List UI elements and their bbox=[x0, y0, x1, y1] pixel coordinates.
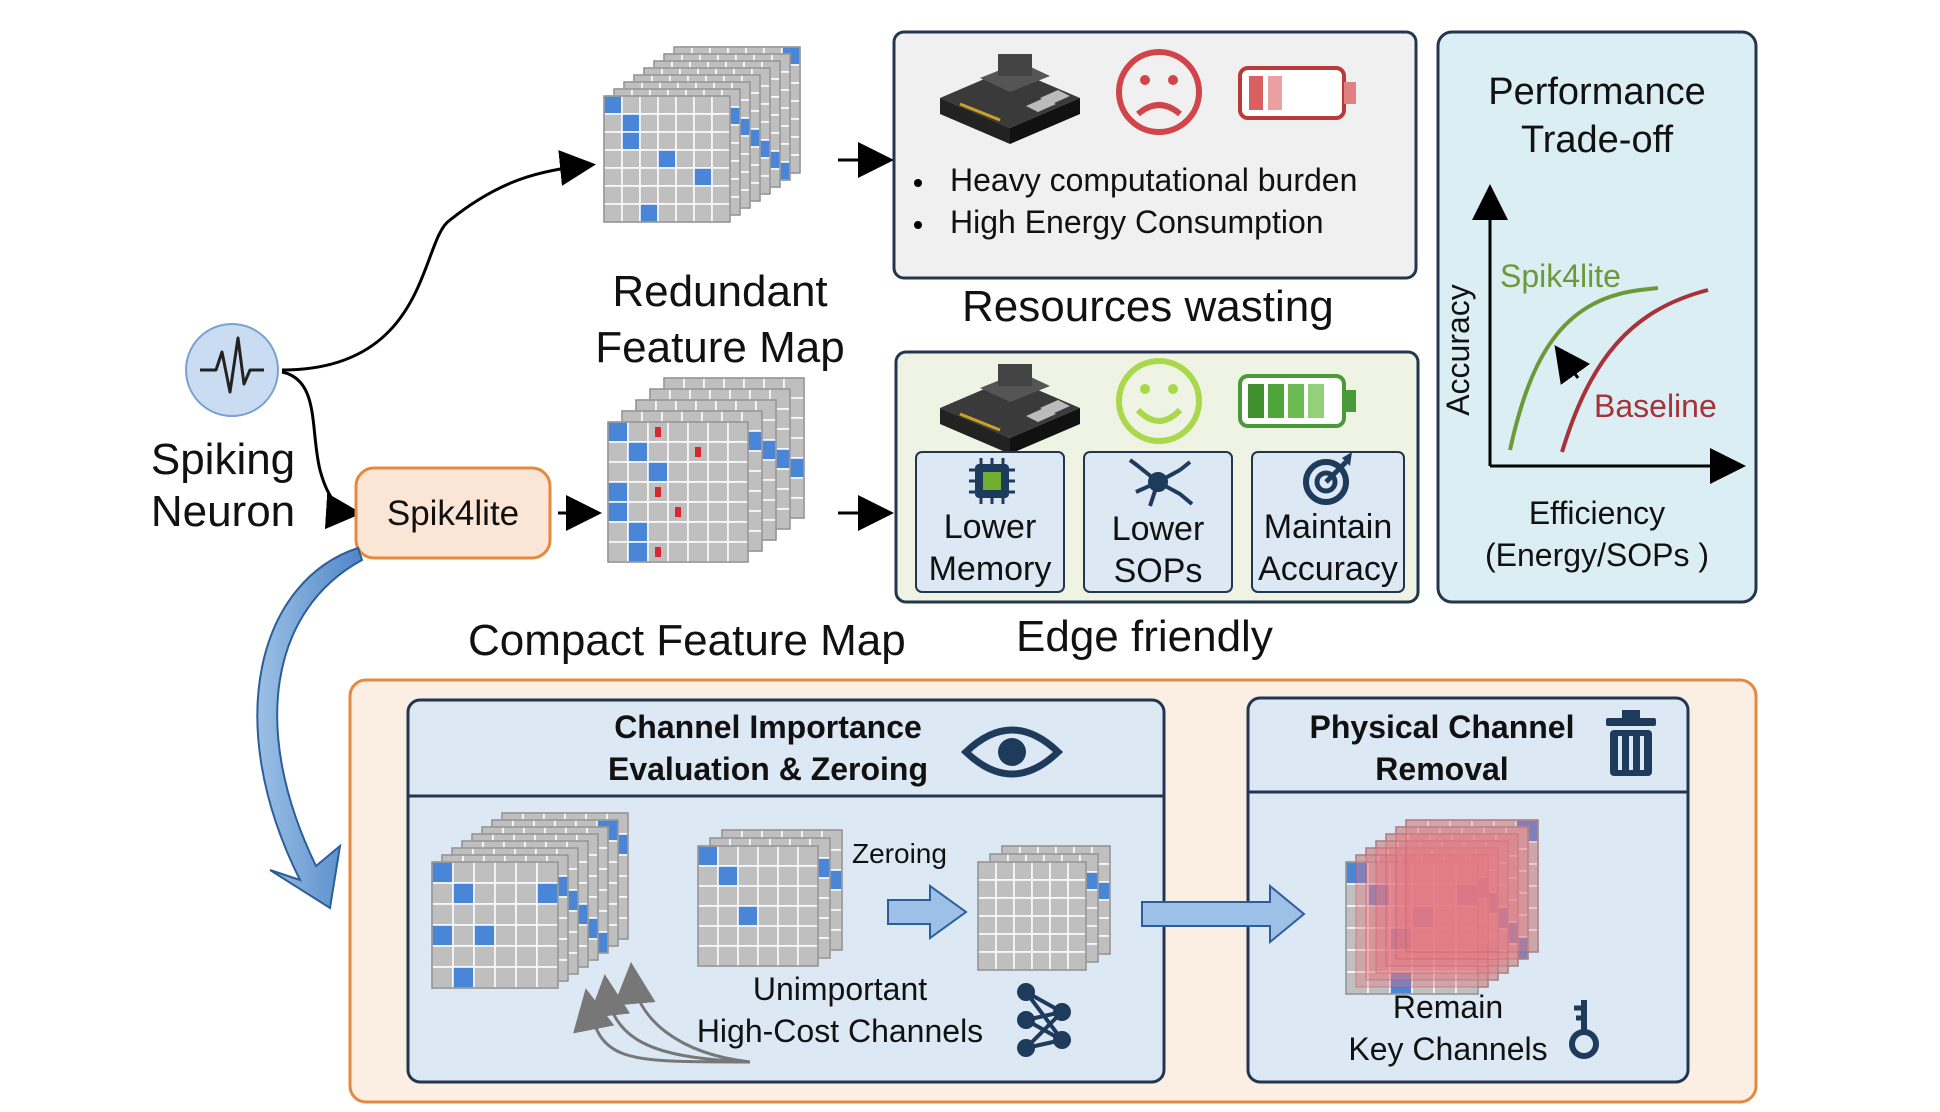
stage-transfer-arrow bbox=[1141, 883, 1306, 945]
tradeoff-xlabel-line1: Efficiency bbox=[1528, 495, 1666, 531]
network-icon bbox=[1017, 983, 1071, 1057]
card-lower-sops-line2: SOPs bbox=[1113, 552, 1203, 590]
pipeline-selected-channels bbox=[697, 829, 843, 967]
curved-arrow-to-pipeline bbox=[256, 546, 364, 910]
feature-map-layer bbox=[697, 845, 819, 967]
spik4lite-label: Spik4lite bbox=[386, 494, 520, 533]
redundant-title-line1: Redundant bbox=[612, 267, 828, 316]
sad-face-icon bbox=[1116, 49, 1202, 135]
card-maintain-accuracy bbox=[1251, 451, 1405, 593]
chip-icon bbox=[969, 458, 1015, 504]
stage2-title: Physical Channel Removal bbox=[1262, 706, 1622, 790]
zeroing-arrow bbox=[887, 884, 968, 940]
feature-map-layer bbox=[603, 95, 731, 223]
happy-face-icon bbox=[1116, 358, 1202, 444]
card-maintain-accuracy-line2: Accuracy bbox=[1258, 550, 1398, 588]
board-icon bbox=[940, 364, 1080, 454]
tradeoff-xlabel-line2: (Energy/SOPs ) bbox=[1484, 537, 1710, 573]
improvement-arrow bbox=[1554, 345, 1591, 385]
target-icon bbox=[1303, 452, 1352, 505]
spiking-neuron-line1: Spiking bbox=[150, 435, 296, 484]
spiking-neuron-line2: Neuron bbox=[150, 487, 296, 536]
eye-icon bbox=[960, 726, 1064, 778]
stage1-title-line1: Channel Importance bbox=[614, 709, 922, 745]
tradeoff-panel bbox=[1436, 30, 1758, 604]
card-lower-memory-line1: Lower bbox=[943, 508, 1037, 546]
tradeoff-xlabel: Efficiency (Energy/SOPs ) bbox=[1438, 492, 1756, 576]
feature-map-layer bbox=[607, 421, 749, 563]
redundant-feature-map-stack bbox=[603, 46, 801, 223]
pipeline-zeroed-channels bbox=[977, 845, 1111, 971]
legend-baseline: Baseline bbox=[1594, 388, 1717, 424]
stage2-title-line2: Removal bbox=[1375, 751, 1509, 787]
full-battery-icon bbox=[1238, 374, 1356, 428]
stage2-note-line2: Key Channels bbox=[1348, 1031, 1548, 1067]
board-icon bbox=[940, 54, 1080, 144]
bullet-dots bbox=[914, 179, 922, 229]
stage1-title-line2: Evaluation & Zeroing bbox=[607, 751, 929, 787]
stage2-note: Remain Key Channels bbox=[1318, 986, 1578, 1070]
feature-map-layer bbox=[431, 861, 559, 989]
card-lower-sops-text: Lower SOPs bbox=[1084, 508, 1232, 592]
stage1-title: Channel Importance Evaluation & Zeroing bbox=[560, 706, 976, 790]
connector-to-redundant bbox=[281, 150, 596, 372]
selection-arrows bbox=[573, 962, 751, 1064]
neuron-icon bbox=[1128, 458, 1194, 507]
low-battery-icon bbox=[1238, 66, 1356, 120]
resources-caption: Resources wasting bbox=[962, 282, 1334, 331]
card-lower-sops bbox=[1083, 451, 1233, 593]
card-lower-memory bbox=[915, 451, 1065, 593]
redundant-title-line2: Feature Map bbox=[595, 323, 845, 372]
card-lower-memory-text: Lower Memory bbox=[916, 506, 1064, 590]
redundant-map-title: Redundant Feature Map bbox=[580, 264, 860, 376]
stage2-note-line1: Remain bbox=[1392, 989, 1504, 1025]
edge-caption: Edge friendly bbox=[1016, 612, 1273, 661]
pipeline-input-stack bbox=[431, 812, 629, 989]
tradeoff-title-line1: Performance bbox=[1488, 71, 1706, 113]
stage1-note-line1: Unimportant bbox=[752, 971, 928, 1007]
spiking-neuron-label: Spiking Neuron bbox=[130, 434, 316, 538]
trash-icon bbox=[1606, 710, 1656, 776]
card-lower-sops-line1: Lower bbox=[1111, 510, 1205, 548]
pipeline-remaining-channels bbox=[1345, 819, 1539, 995]
tradeoff-ylabel: Accuracy bbox=[1440, 284, 1476, 416]
series-curve-spik4lite bbox=[1508, 286, 1659, 451]
card-maintain-accuracy-text: Maintain Accuracy bbox=[1252, 506, 1404, 590]
resources-bullet-1: Heavy computational burden bbox=[950, 162, 1358, 198]
card-maintain-accuracy-line1: Maintain bbox=[1263, 508, 1393, 546]
compact-feature-map-stack bbox=[607, 377, 805, 563]
stage1-note-line2: High-Cost Channels bbox=[696, 1013, 984, 1049]
legend-spik4lite: Spik4lite bbox=[1500, 258, 1621, 294]
spiking-neuron-icon bbox=[185, 323, 279, 417]
resources-bullet-2: High Energy Consumption bbox=[950, 204, 1324, 240]
spik4lite-box bbox=[354, 466, 552, 560]
feature-map-layer bbox=[1345, 861, 1479, 995]
tradeoff-title-line2: Trade-off bbox=[1520, 119, 1674, 161]
series-curve-baseline bbox=[1560, 288, 1709, 453]
connector-to-spik4lite bbox=[281, 370, 362, 530]
zeroing-label: Zeroing bbox=[852, 838, 947, 869]
tradeoff-title: Performance Trade-off bbox=[1438, 68, 1756, 164]
compact-map-title: Compact Feature Map bbox=[468, 616, 906, 665]
feature-map-layer bbox=[977, 861, 1087, 971]
card-lower-memory-line2: Memory bbox=[928, 550, 1052, 588]
stage2-title-line1: Physical Channel bbox=[1309, 709, 1575, 745]
key-icon bbox=[1569, 1000, 1599, 1059]
stage1-note: Unimportant High-Cost Channels bbox=[650, 968, 1030, 1052]
